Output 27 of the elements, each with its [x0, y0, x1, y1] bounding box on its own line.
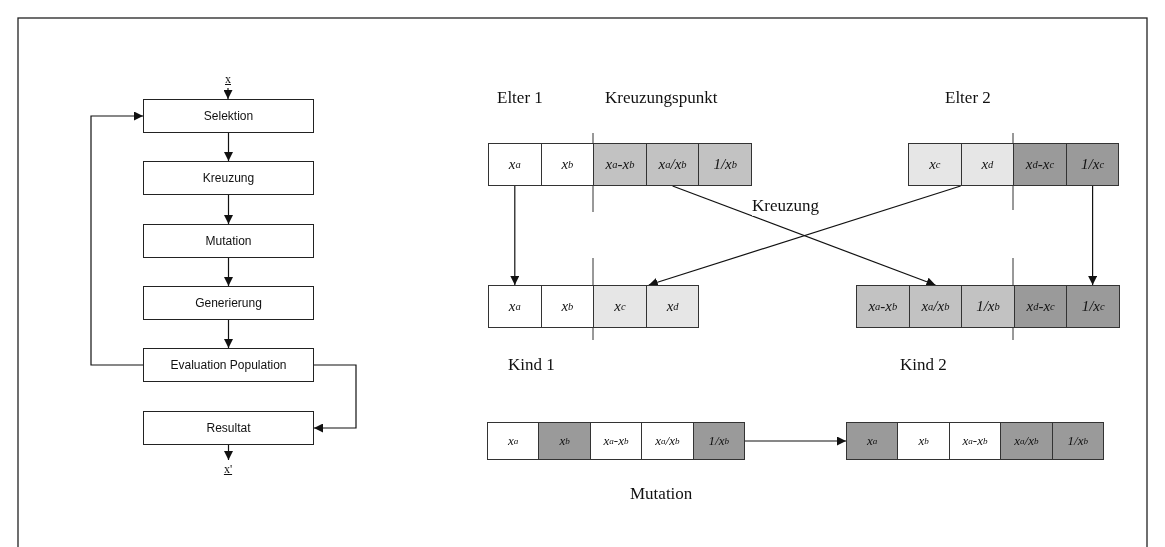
process-box: Generierung [143, 286, 314, 320]
arrow [224, 257, 233, 287]
text-label: Kind 1 [508, 355, 555, 375]
process-box: Kreuzung [143, 161, 314, 195]
arrow [313, 364, 357, 433]
arrow [1088, 185, 1098, 286]
arrow [223, 87, 233, 100]
process-box: Mutation [143, 224, 314, 258]
arrow [224, 132, 233, 162]
arrow [648, 185, 962, 287]
arrow [510, 185, 520, 286]
text-label: Kreuzungspunkt [605, 88, 718, 108]
text-label: Mutation [630, 484, 693, 504]
text-label: Elter 1 [497, 88, 543, 108]
text-label: Kind 2 [900, 355, 947, 375]
process-box: Resultat [143, 411, 314, 445]
arrow [224, 444, 233, 461]
process-box: Selektion [143, 99, 314, 133]
variable-label: x' [218, 460, 238, 478]
arrow [90, 111, 144, 366]
text-label: Elter 2 [945, 88, 991, 108]
arrow [672, 185, 936, 287]
arrow [744, 436, 847, 446]
process-box: Evaluation Population [143, 348, 314, 382]
arrow [224, 319, 233, 349]
variable-label: x [220, 70, 236, 88]
arrow [224, 194, 233, 225]
